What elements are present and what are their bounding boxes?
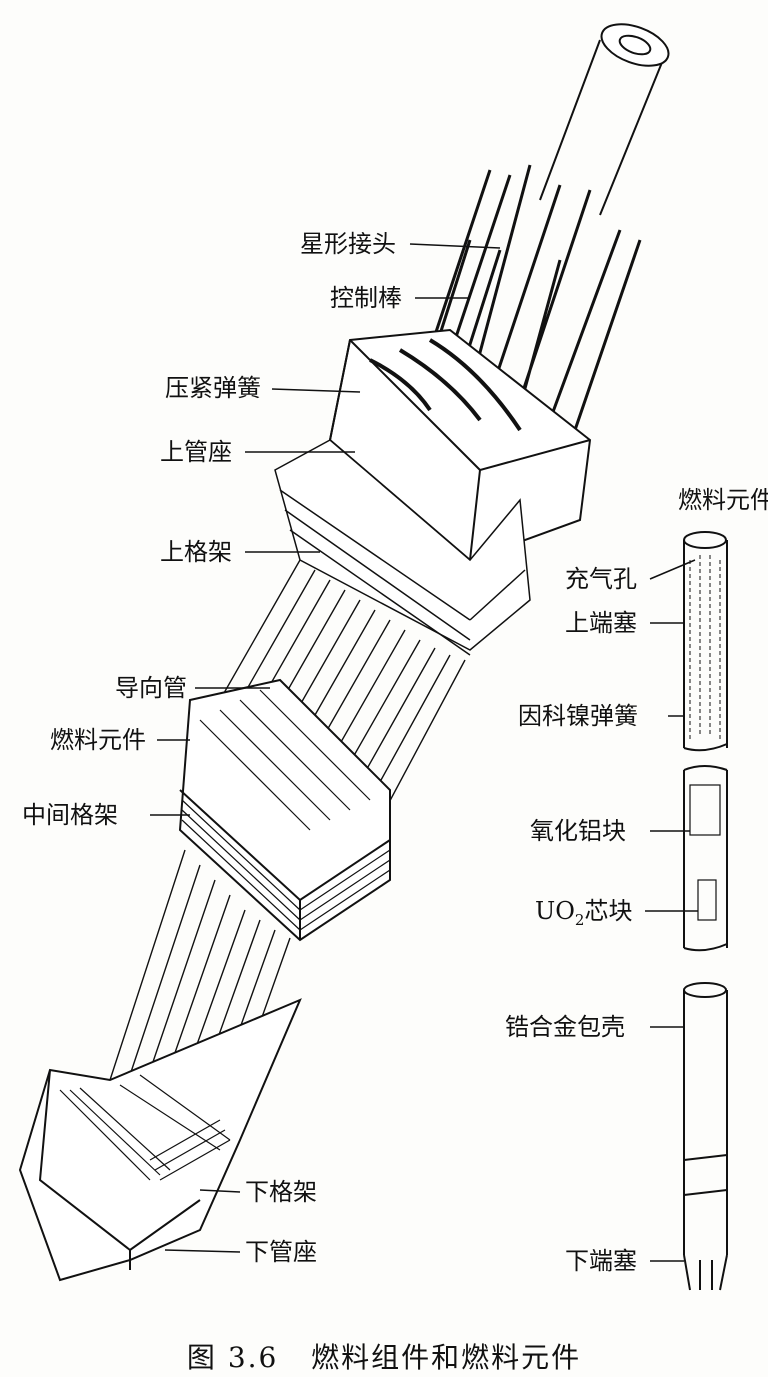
label-control-rod: 控制棒	[330, 284, 402, 312]
label-zircaloy-cladding: 锆合金包壳	[505, 1013, 625, 1041]
uo2-prefix: UO	[535, 897, 575, 925]
label-inconel-spring: 因科镍弹簧	[518, 702, 638, 730]
label-top-end-plug: 上端塞	[565, 609, 637, 637]
label-uo2-pellet: UO2芯块	[535, 897, 632, 934]
label-plenum-hole: 充气孔	[565, 565, 637, 593]
caption-title: 燃料组件和燃料元件	[311, 1341, 582, 1374]
label-bottom-nozzle: 下管座	[245, 1238, 317, 1266]
uo2-suffix: 芯块	[584, 897, 633, 925]
label-fuel-rod: 燃料元件	[50, 726, 146, 754]
label-top-nozzle: 上管座	[160, 438, 232, 466]
bottom-nozzle	[18, 998, 302, 1282]
fuel-element-title: 燃料元件	[678, 486, 768, 514]
label-bottom-end-plug: 下端塞	[565, 1247, 637, 1275]
fuel-element-leader-lines	[645, 559, 698, 1262]
uo2-subscript: 2	[574, 910, 585, 929]
middle-grid	[178, 678, 391, 942]
label-bottom-grid: 下格架	[245, 1178, 317, 1206]
fuel-element-drawing	[683, 531, 728, 1291]
drive-tube	[539, 23, 670, 216]
label-mid-grid: 中间格架	[22, 801, 118, 829]
leader-lines	[150, 243, 501, 1253]
label-alumina-block: 氧化铝块	[530, 817, 626, 845]
label-top-grid: 上格架	[160, 538, 232, 566]
rod-bundle-upper	[219, 559, 466, 811]
label-star-connector: 星形接头	[300, 230, 396, 258]
top-grid	[274, 439, 531, 656]
caption-number: 图 3.6	[186, 1341, 279, 1374]
label-guide-tube: 导向管	[115, 674, 187, 702]
figure-caption: 图 3.6 燃料组件和燃料元件	[0, 1336, 768, 1376]
label-hold-down-spring: 压紧弹簧	[165, 374, 261, 402]
